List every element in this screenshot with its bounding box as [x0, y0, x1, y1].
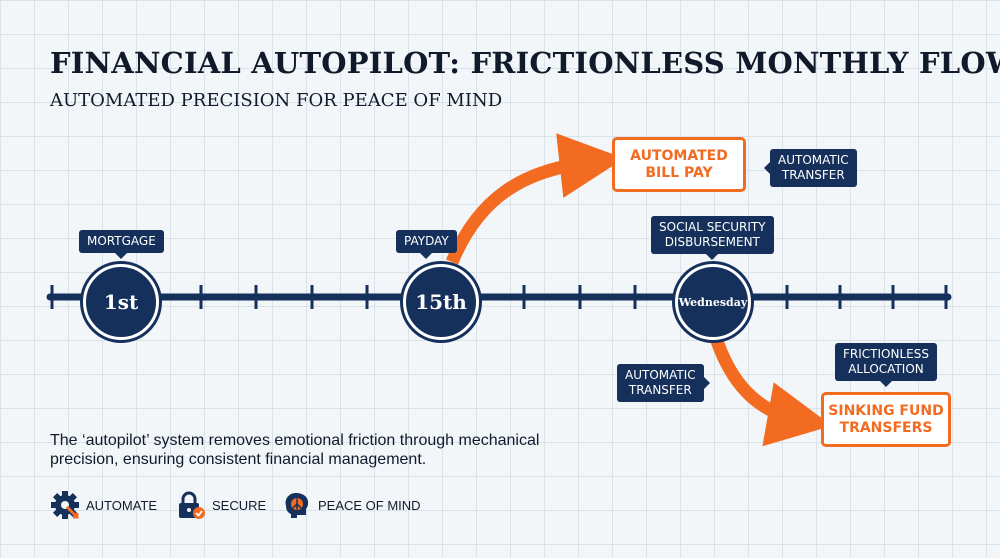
legend-label: PEACE OF MIND [318, 497, 421, 513]
page-subtitle: AUTOMATED PRECISION FOR PEACE OF MIND [50, 90, 503, 111]
bill-pay-arrow [446, 133, 625, 265]
timeline-ticks [50, 285, 948, 309]
brain-icon [285, 493, 309, 518]
legend-automate: AUTOMATE [50, 490, 157, 520]
lock-icon [179, 491, 205, 519]
description-text: The ‘autopilot’ system removes emotional… [50, 432, 540, 468]
tag-social-security: SOCIAL SECURITY DISBURSEMENT [651, 216, 774, 260]
sinking-fund-transfers-box: SINKING FUND TRANSFERS [821, 392, 951, 447]
node-1st: 1st [83, 264, 159, 340]
tag-mortgage: MORTGAGE [79, 230, 164, 259]
page-title: FINANCIAL AUTOPILOT: FRICTIONLESS MONTHL… [50, 46, 1000, 80]
automated-bill-pay-box: AUTOMATED BILL PAY [612, 137, 746, 192]
legend-label: SECURE [212, 497, 267, 513]
tag-frictionless-allocation: FRICTIONLESS ALLOCATION [835, 343, 937, 387]
legend-secure: SECURE [176, 490, 266, 520]
legend-peace-of-mind: PEACE OF MIND [282, 490, 421, 520]
legend-label: AUTOMATE [86, 497, 158, 513]
sinking-fund-arrow [709, 335, 832, 447]
tag-automatic-transfer-bottom: AUTOMATIC TRANSFER [617, 364, 710, 402]
node-15th: 15th [403, 264, 479, 340]
tag-payday: PAYDAY [396, 230, 457, 259]
tag-automatic-transfer-top: AUTOMATIC TRANSFER [764, 149, 857, 187]
gear-icon [51, 491, 79, 519]
node-wednesday: Wednesday [675, 264, 751, 340]
